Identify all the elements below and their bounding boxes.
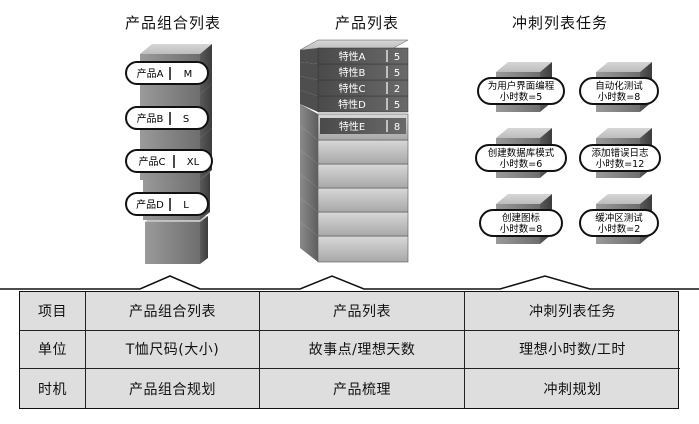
- backlog-item-name: 特性B: [339, 66, 366, 79]
- backlog-item-points: 5: [394, 100, 400, 111]
- backlog-diagram: 产品A M 产品B S 产品C XL 产品D L: [0, 39, 699, 290]
- portfolio-item-size: S: [183, 114, 189, 125]
- table-cell: 产品梳理: [260, 369, 465, 408]
- backlog-slab: [300, 198, 409, 237]
- backlog-item: 特性A 5: [300, 47, 409, 65]
- table-header-portfolio: 产品组合列表: [86, 292, 260, 331]
- sprint-title: 冲刺列表任务: [511, 14, 608, 32]
- portfolio-cube: [145, 216, 208, 264]
- sprint-task: 创建数据库模式 小时数=6: [475, 128, 567, 178]
- table-cell: 单位: [20, 330, 86, 370]
- sprint-task-hours: 小时数=6: [500, 158, 543, 170]
- portfolio-item-size: L: [183, 200, 189, 211]
- sprint-task: 缓冲区测试 小时数=2: [579, 194, 659, 244]
- portfolio-item: 产品D L: [125, 192, 209, 216]
- backlog-item-name: 特性C: [339, 82, 366, 95]
- backlog-stack: 特性E 8 特性D 5 特性C 2 特性B 5: [299, 39, 409, 263]
- backlog-title: 产品列表: [334, 14, 399, 32]
- table-header-backlog: 产品列表: [260, 292, 465, 331]
- portfolio-item-name: 产品D: [136, 198, 164, 211]
- sprint-task-name: 为用户界面编程: [488, 80, 555, 92]
- table-cell: 产品组合规划: [86, 369, 260, 408]
- backlog-slab: [300, 222, 409, 263]
- backlog-slab: [300, 126, 409, 165]
- sprint-task-hours: 小时数=5: [500, 91, 543, 103]
- backlog-item-name: 特性E: [339, 120, 365, 133]
- backlog-slab: [300, 174, 409, 213]
- backlog-item-name: 特性D: [338, 98, 366, 111]
- table-header-sprint: 冲刺列表任务: [465, 292, 680, 331]
- portfolio-stack: 产品A M 产品B S 产品C XL 产品D L: [125, 44, 213, 264]
- backlog-item: 特性B 5: [300, 62, 409, 81]
- sprint-task-hours: 小时数=2: [598, 223, 641, 235]
- portfolio-title: 产品组合列表: [124, 14, 221, 32]
- sprint-task-hours: 小时数=8: [500, 223, 543, 235]
- sprint-task-name: 自动化测试: [595, 80, 643, 92]
- portfolio-item-name: 产品B: [137, 112, 164, 125]
- sprint-task: 创建图标 小时数=8: [479, 194, 563, 244]
- backlog-item-points: 2: [394, 84, 400, 95]
- table-cell: 冲刺规划: [543, 381, 602, 398]
- comparison-table: 项目 产品组合列表 产品列表 冲刺列表任务 单位 T恤尺码(大小) 故事点/理想…: [19, 291, 680, 409]
- table-cell: 时机: [20, 369, 86, 408]
- backlog-item-points: 5: [394, 52, 400, 63]
- sprint-task-hours: 小时数=8: [598, 91, 641, 103]
- sprint-tasks: 为用户界面编程 小时数=5 自动化测试 小时数=8 创建数据库模式 小时数=6 …: [475, 62, 661, 244]
- backlog-item: 特性E 8: [300, 104, 409, 141]
- connectors: [0, 275, 699, 290]
- portfolio-item-size: XL: [187, 157, 200, 168]
- backlog-item-points: 5: [394, 68, 400, 79]
- backlog-item: 特性C 2: [300, 76, 409, 97]
- backlog-item-name: 特性A: [339, 50, 366, 63]
- sprint-task: 为用户界面编程 小时数=5: [477, 62, 565, 112]
- portfolio-item-name: 产品A: [137, 67, 164, 80]
- table-header-item: 项目: [20, 292, 86, 331]
- sprint-task: 添加错误日志 小时数=12: [579, 128, 661, 178]
- sprint-task-name: 添加错误日志: [591, 147, 648, 159]
- portfolio-item: 产品C XL: [125, 149, 213, 173]
- sprint-task-name: 创建数据库模式: [488, 147, 555, 159]
- sprint-task-hours: 小时数=12: [596, 158, 645, 170]
- table-cell: 故事点/理想天数: [260, 330, 465, 370]
- backlog-item: 特性D 5: [300, 90, 409, 113]
- portfolio-item: 产品A M: [125, 61, 209, 85]
- sprint-task: 自动化测试 小时数=8: [579, 62, 659, 112]
- backlog-item-points: 8: [394, 122, 400, 133]
- table-cell: T恤尺码(大小): [86, 330, 260, 370]
- backlog-slab: [300, 150, 409, 189]
- table-cell: 理想小时数/工时: [465, 331, 680, 370]
- portfolio-item-name: 产品C: [139, 155, 166, 168]
- portfolio-item-size: M: [184, 69, 193, 80]
- sprint-task-name: 缓冲区测试: [595, 212, 643, 224]
- sprint-task-name: 创建图标: [502, 212, 541, 224]
- portfolio-item: 产品B S: [125, 106, 209, 130]
